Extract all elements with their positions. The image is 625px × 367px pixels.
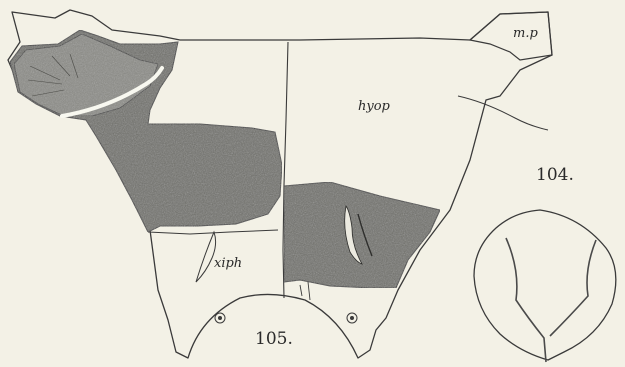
scute-outline bbox=[474, 210, 616, 360]
mp-plate-outline bbox=[470, 12, 552, 60]
foramen-right-inner bbox=[350, 316, 354, 320]
figure-104: 104. bbox=[474, 165, 616, 362]
figure-number-105: 105. bbox=[255, 329, 293, 349]
figure-105: m.p hyop xiph 105. bbox=[8, 10, 552, 358]
label-mp: m.p bbox=[513, 26, 538, 41]
label-hyop: hyop bbox=[358, 99, 391, 114]
scute-groove-right bbox=[550, 240, 596, 336]
shaded-bone-center bbox=[284, 182, 440, 288]
figure-number-104: 104. bbox=[536, 165, 574, 185]
suture-ext bbox=[300, 282, 310, 300]
foramen-left-inner bbox=[218, 316, 222, 320]
label-xiph: xiph bbox=[214, 256, 242, 271]
scute-groove bbox=[458, 96, 548, 130]
xiph-mark bbox=[196, 232, 216, 282]
